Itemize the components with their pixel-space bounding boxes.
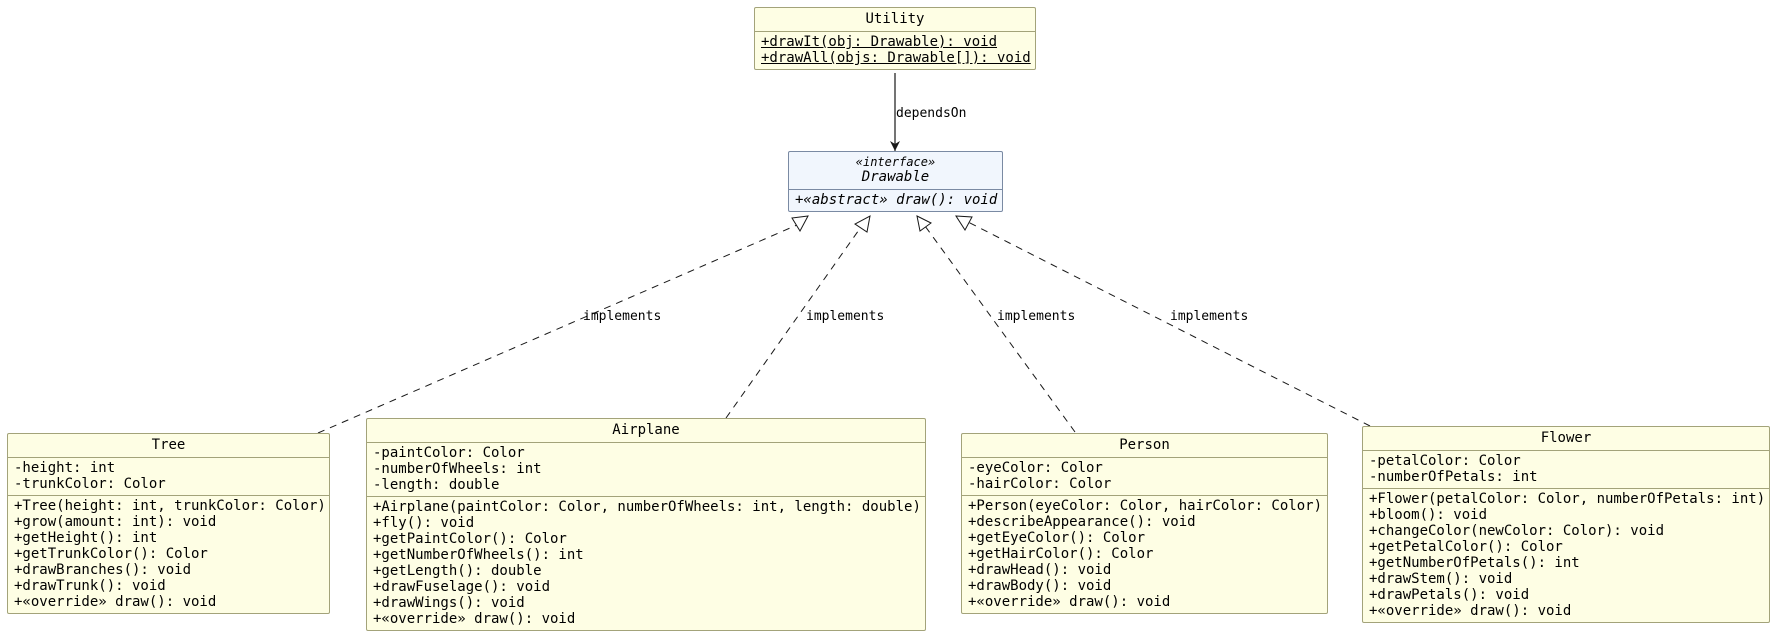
utility-class-name: Utility <box>865 11 925 27</box>
method-row: +drawFuselage(): void <box>373 579 551 595</box>
method-row: +Airplane(paintColor: Color, numberOfWhe… <box>373 499 921 515</box>
method-row: +drawPetals(): void <box>1369 587 1530 603</box>
implements-label-airplane: implements <box>806 309 885 324</box>
flower-methods: +Flower(petalColor: Color, numberOfPetal… <box>1363 488 1769 622</box>
airplane-class-name: Airplane <box>612 422 680 438</box>
method-row: +getPaintColor(): Color <box>373 531 567 547</box>
field-row: -paintColor: Color <box>373 445 525 461</box>
method-row: +drawStem(): void <box>1369 571 1513 587</box>
person-class-box[interactable]: Person -eyeColor: Color -hairColor: Colo… <box>961 433 1328 614</box>
method-row: +drawWings(): void <box>373 595 525 611</box>
method-row: +Person(eyeColor: Color, hairColor: Colo… <box>968 498 1323 514</box>
airplane-methods: +Airplane(paintColor: Color, numberOfWhe… <box>367 496 925 630</box>
method-row: +«abstract» draw(): void <box>795 192 998 208</box>
person-class-header: Person <box>962 434 1327 457</box>
implements-edge-flower <box>955 215 1371 427</box>
drawable-interface-box[interactable]: «interface» Drawable +«abstract» draw():… <box>788 151 1003 212</box>
method-row: +bloom(): void <box>1369 507 1488 523</box>
drawable-interface-header: «interface» Drawable <box>789 152 1002 189</box>
drawable-interface-name: Drawable <box>861 169 930 185</box>
method-row: +getHeight(): int <box>14 530 158 546</box>
method-row: +drawAll(objs: Drawable[]): void <box>761 50 1031 66</box>
method-row: +Tree(height: int, trunkColor: Color) <box>14 498 326 514</box>
tree-fields: -height: int -trunkColor: Color <box>8 457 329 495</box>
implements-edge-tree <box>317 215 809 434</box>
method-row: +getHairColor(): Color <box>968 546 1154 562</box>
person-class-name: Person <box>1119 437 1170 453</box>
field-row: -petalColor: Color <box>1369 453 1521 469</box>
method-row: +describeAppearance(): void <box>968 514 1196 530</box>
depends-on-label: dependsOn <box>896 106 967 121</box>
method-row: +grow(amount: int): void <box>14 514 217 530</box>
tree-class-name: Tree <box>151 437 186 453</box>
airplane-class-box[interactable]: Airplane -paintColor: Color -numberOfWhe… <box>366 418 926 631</box>
method-row: +«override» draw(): void <box>968 594 1171 610</box>
method-row: +fly(): void <box>373 515 475 531</box>
flower-class-box[interactable]: Flower -petalColor: Color -numberOfPetal… <box>1362 426 1770 623</box>
airplane-fields: -paintColor: Color -numberOfWheels: int … <box>367 442 925 496</box>
field-row: -numberOfPetals: int <box>1369 469 1538 485</box>
method-row: +getNumberOfPetals(): int <box>1369 555 1580 571</box>
method-row: +«override» draw(): void <box>373 611 576 627</box>
implements-label-flower: implements <box>1170 309 1249 324</box>
field-row: -eyeColor: Color <box>968 460 1103 476</box>
method-row: +getLength(): double <box>373 563 542 579</box>
method-row: +getPetalColor(): Color <box>1369 539 1563 555</box>
field-row: -hairColor: Color <box>968 476 1112 492</box>
implements-label-person: implements <box>997 309 1076 324</box>
method-row: +getTrunkColor(): Color <box>14 546 208 562</box>
method-row: +Flower(petalColor: Color, numberOfPetal… <box>1369 491 1766 507</box>
method-row: +«override» draw(): void <box>1369 603 1572 619</box>
utility-methods: +drawIt(obj: Drawable): void +drawAll(ob… <box>755 31 1035 69</box>
method-row: +«override» draw(): void <box>14 594 217 610</box>
flower-class-header: Flower <box>1363 427 1769 450</box>
drawable-methods: +«abstract» draw(): void <box>789 189 1002 211</box>
person-methods: +Person(eyeColor: Color, hairColor: Colo… <box>962 495 1327 613</box>
method-row: +drawTrunk(): void <box>14 578 166 594</box>
method-row: +getEyeColor(): Color <box>968 530 1146 546</box>
tree-class-header: Tree <box>8 434 329 457</box>
field-row: -length: double <box>373 477 500 493</box>
field-row: -height: int <box>14 460 116 476</box>
flower-class-name: Flower <box>1540 430 1592 446</box>
field-row: -numberOfWheels: int <box>373 461 542 477</box>
interface-stereotype: «interface» <box>855 155 936 169</box>
utility-class-header: Utility <box>755 8 1035 31</box>
method-row: +drawHead(): void <box>968 562 1112 578</box>
method-row: +getNumberOfWheels(): int <box>373 547 584 563</box>
method-row: +drawBranches(): void <box>14 562 192 578</box>
method-row: +changeColor(newColor: Color): void <box>1369 523 1665 539</box>
tree-class-box[interactable]: Tree -height: int -trunkColor: Color +Tr… <box>7 433 330 614</box>
airplane-class-header: Airplane <box>367 419 925 442</box>
flower-fields: -petalColor: Color -numberOfPetals: int <box>1363 450 1769 488</box>
implements-label-tree: implements <box>583 309 662 324</box>
field-row: -trunkColor: Color <box>14 476 166 492</box>
implements-edge-airplane <box>725 215 871 419</box>
method-row: +drawIt(obj: Drawable): void <box>761 34 998 50</box>
tree-methods: +Tree(height: int, trunkColor: Color) +g… <box>8 495 329 613</box>
person-fields: -eyeColor: Color -hairColor: Color <box>962 457 1327 495</box>
utility-class-box[interactable]: Utility +drawIt(obj: Drawable): void +dr… <box>754 7 1036 70</box>
method-row: +drawBody(): void <box>968 578 1112 594</box>
implements-edge-person <box>916 215 1076 433</box>
